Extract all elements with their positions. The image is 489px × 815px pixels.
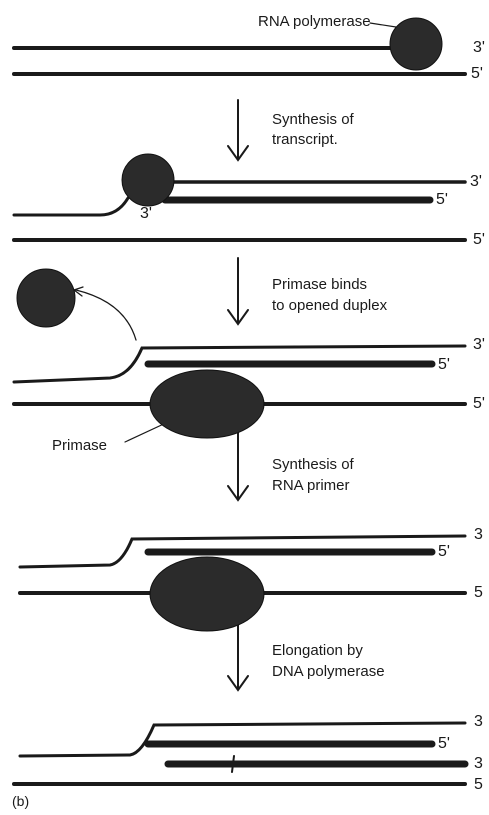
dna-strand-top [20, 723, 465, 756]
step-4-line-1: Elongation by [272, 641, 363, 660]
annotation-leader [370, 23, 396, 27]
rna-polymerase-blob [17, 269, 75, 327]
end-label: 5 [474, 584, 483, 602]
rna-polymerase-label: RNA polymerase [258, 12, 371, 31]
step-1-line-1: Synthesis of [272, 110, 354, 129]
step-1-line-2: transcript. [272, 130, 338, 149]
arrow-down-icon [228, 428, 248, 500]
end-label: 5' [436, 191, 448, 209]
end-label: 3' [473, 336, 485, 354]
end-label: 3' [140, 205, 152, 223]
end-label: 5' [438, 543, 450, 561]
end-label: 5' [471, 65, 483, 83]
panel-letter: (b) [12, 792, 29, 811]
arrow-down-icon [228, 625, 248, 690]
step-2-line-1: Primase binds [272, 275, 367, 294]
primase-label: Primase [52, 436, 107, 455]
end-label: 5' [473, 395, 485, 413]
step-4-line-2: DNA polymerase [272, 662, 385, 681]
end-label: 5' [473, 231, 485, 249]
released-polymerase-arrow [76, 290, 136, 340]
end-label: 3 [474, 713, 483, 731]
primer-junction [232, 756, 234, 772]
step-2-line-2: to opened duplex [272, 296, 387, 315]
arrow-down-icon [228, 258, 248, 324]
template-strand-raised [14, 198, 128, 215]
end-label: 5 [474, 776, 483, 794]
end-label: 3' [470, 173, 482, 191]
end-label: 3' [473, 39, 485, 57]
primase-blob [150, 557, 264, 631]
end-label: 3 [474, 755, 483, 773]
step-3-line-2: RNA primer [272, 476, 350, 495]
end-label: 5' [438, 356, 450, 374]
end-label: 5' [438, 735, 450, 753]
arrow-down-icon [228, 100, 248, 160]
end-label: 3 [474, 526, 483, 544]
primase-blob [150, 370, 264, 438]
rna-polymerase-blob [122, 154, 174, 206]
rna-polymerase-blob [390, 18, 442, 70]
step-3-line-1: Synthesis of [272, 455, 354, 474]
